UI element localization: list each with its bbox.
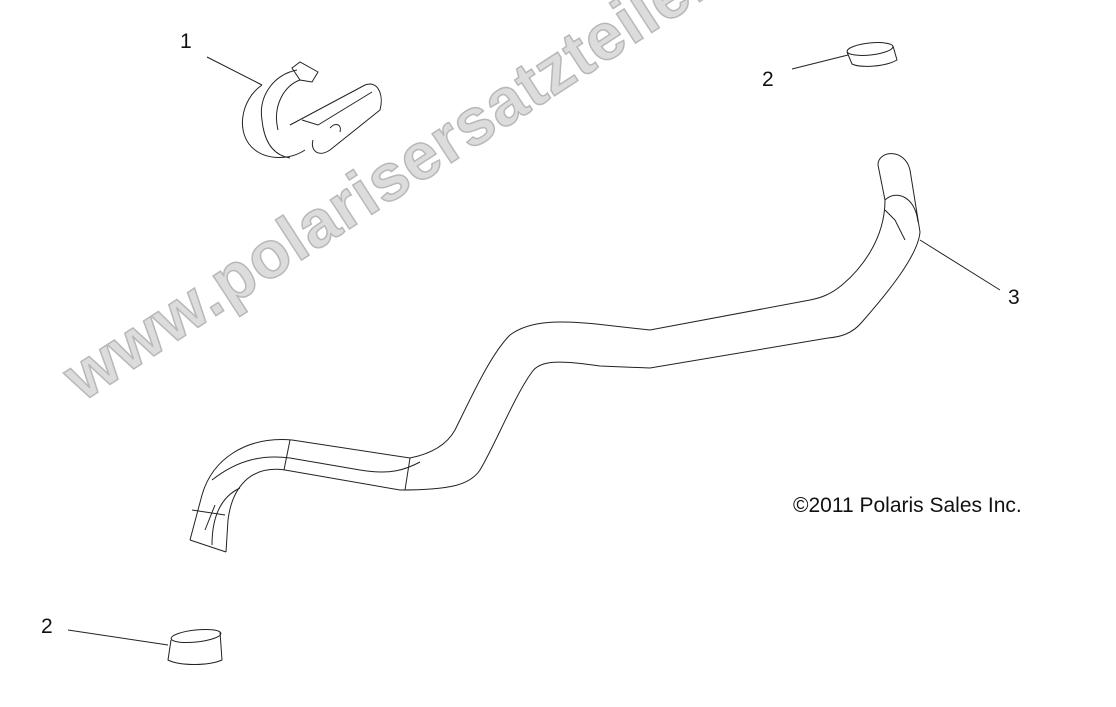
leader-line-3: [919, 239, 1001, 291]
callout-1: 1: [180, 30, 192, 53]
sleeve-part-bottom: [167, 628, 223, 665]
callout-2-top: 2: [762, 68, 774, 91]
leader-line-2-bottom: [67, 629, 169, 646]
clamp-part: [241, 61, 382, 159]
hose-part: [189, 153, 921, 553]
sleeve-part-top: [846, 42, 898, 67]
copyright-notice: ©2011 Polaris Sales Inc.: [793, 494, 1022, 517]
callout-2-bottom: 2: [41, 615, 53, 638]
leader-line-1: [206, 56, 263, 86]
callout-3: 3: [1008, 286, 1020, 309]
leader-line-2-top: [791, 54, 849, 70]
